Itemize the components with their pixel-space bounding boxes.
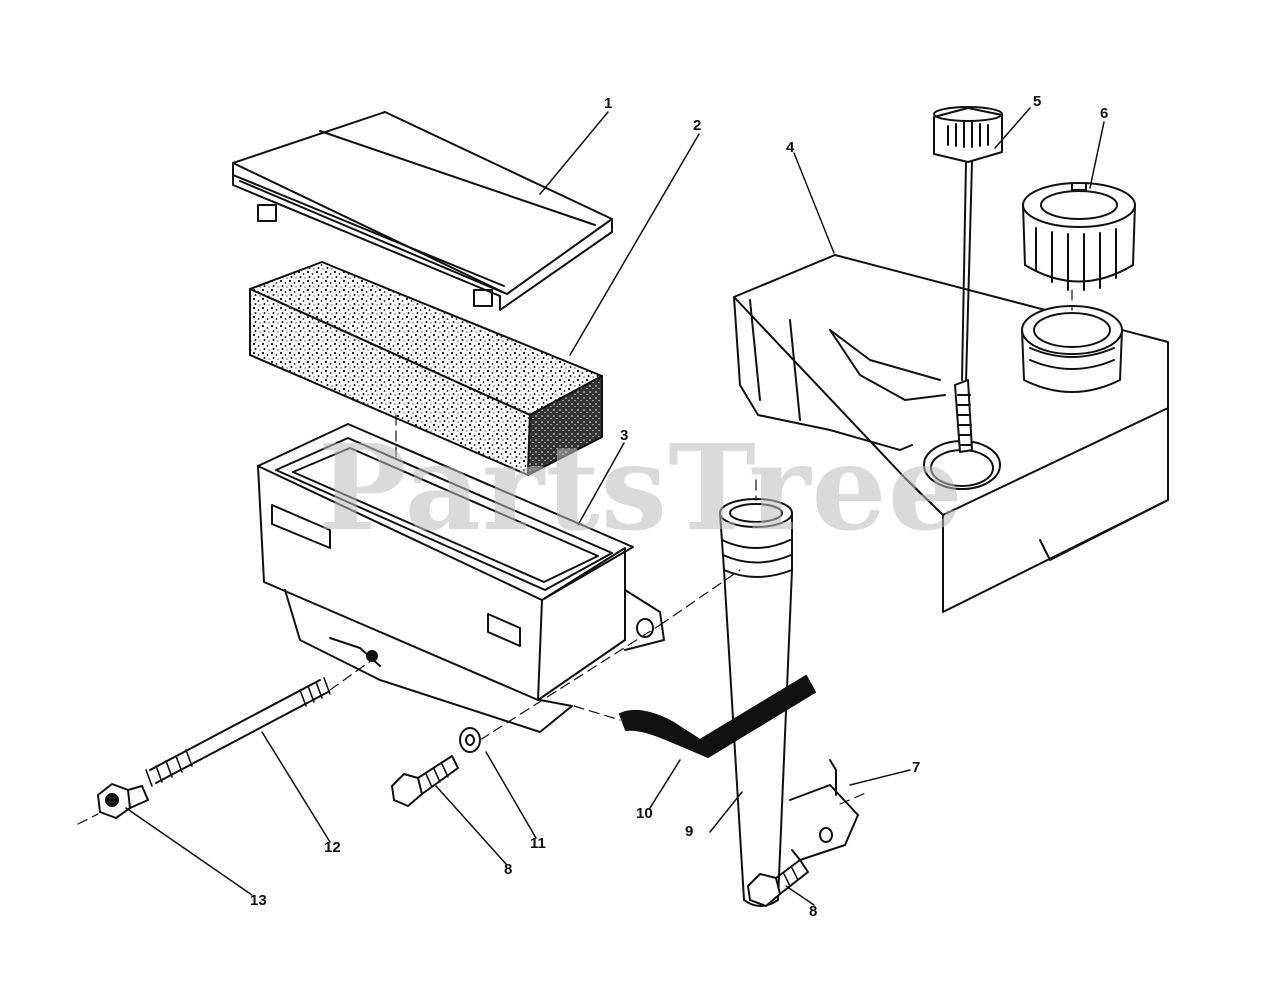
air-cleaner-base <box>257 423 665 733</box>
fuel-tank <box>733 254 1169 613</box>
callout-11: 11 <box>530 835 546 852</box>
air-cleaner-cover <box>232 111 613 311</box>
carriage-bolt-long <box>145 677 331 787</box>
callout-9: 9 <box>685 823 694 840</box>
callout-8-right: 8 <box>809 903 818 920</box>
hex-nut <box>97 783 149 819</box>
callout-2: 2 <box>693 117 702 134</box>
callout-8-left: 8 <box>504 861 513 878</box>
filler-neck <box>1021 305 1123 393</box>
fuel-tank-bracket <box>719 498 859 907</box>
hex-bolt-right <box>747 859 809 907</box>
callout-12: 12 <box>324 839 341 856</box>
foam-filter-element <box>249 261 603 476</box>
callout-10: 10 <box>636 805 653 822</box>
fuel-cap <box>1022 182 1136 291</box>
callout-7: 7 <box>912 759 921 776</box>
callout-leaders <box>125 107 1105 906</box>
lock-washer <box>459 727 481 753</box>
callout-4: 4 <box>786 139 795 156</box>
callout-5: 5 <box>1033 93 1042 110</box>
callout-1: 1 <box>604 95 613 112</box>
hex-bolt-left <box>391 755 459 807</box>
fuel-gauge <box>933 106 1003 453</box>
assembly-centerlines <box>77 289 1073 825</box>
callout-13: 13 <box>250 892 267 909</box>
callout-6: 6 <box>1100 105 1109 122</box>
fuel-line <box>619 675 816 758</box>
callout-3: 3 <box>620 427 629 444</box>
